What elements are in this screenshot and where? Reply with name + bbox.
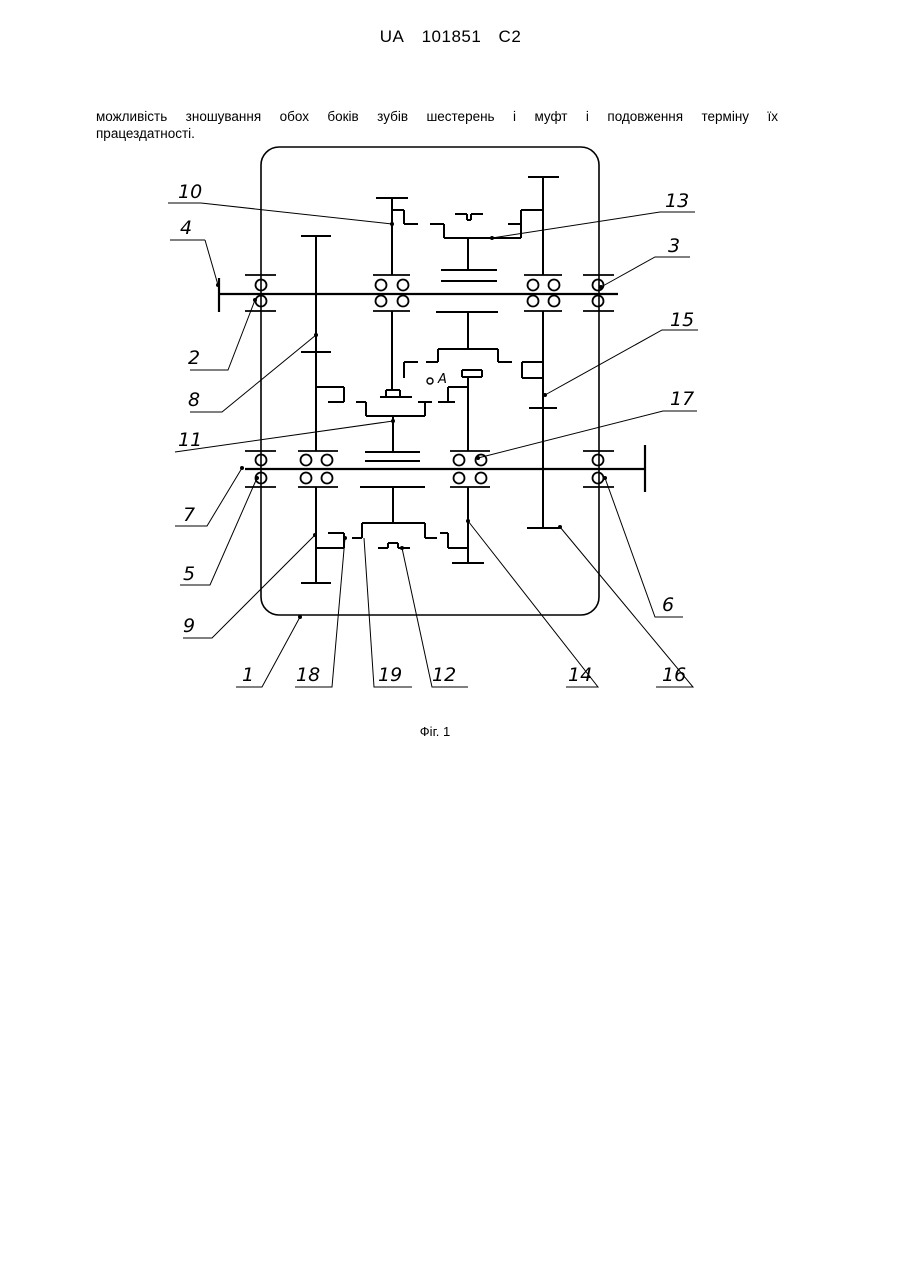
coupling-13 xyxy=(430,214,521,281)
point-a-marker xyxy=(427,378,433,384)
label-12: 12 xyxy=(432,664,456,686)
gear-9 xyxy=(301,487,344,583)
label-6: 6 xyxy=(662,594,674,616)
housing-outline xyxy=(261,147,599,615)
label-4: 4 xyxy=(180,217,192,239)
label-11: 11 xyxy=(178,429,202,451)
label-2: 2 xyxy=(188,347,200,369)
label-17: 17 xyxy=(670,388,694,410)
label-16: 16 xyxy=(662,664,686,686)
label-8: 8 xyxy=(188,389,200,411)
gear-8 xyxy=(301,236,344,451)
label-point-a: A xyxy=(437,372,447,387)
label-9: 9 xyxy=(183,615,195,637)
figure-caption: Фіг. 1 xyxy=(0,724,870,739)
gear-right-large xyxy=(521,177,559,528)
label-1: 1 xyxy=(242,664,254,686)
label-3: 3 xyxy=(668,235,680,257)
label-7: 7 xyxy=(183,504,195,526)
label-13: 13 xyxy=(665,190,689,212)
label-18: 18 xyxy=(296,664,320,686)
label-5: 5 xyxy=(183,563,195,585)
label-14: 14 xyxy=(568,664,592,686)
gear-14 xyxy=(440,487,484,563)
coupling-12 xyxy=(352,487,437,548)
label-19: 19 xyxy=(378,664,402,686)
leader-dots xyxy=(216,222,607,619)
coupling-11 xyxy=(356,390,432,487)
label-10: 10 xyxy=(178,181,202,203)
label-15: 15 xyxy=(670,309,694,331)
